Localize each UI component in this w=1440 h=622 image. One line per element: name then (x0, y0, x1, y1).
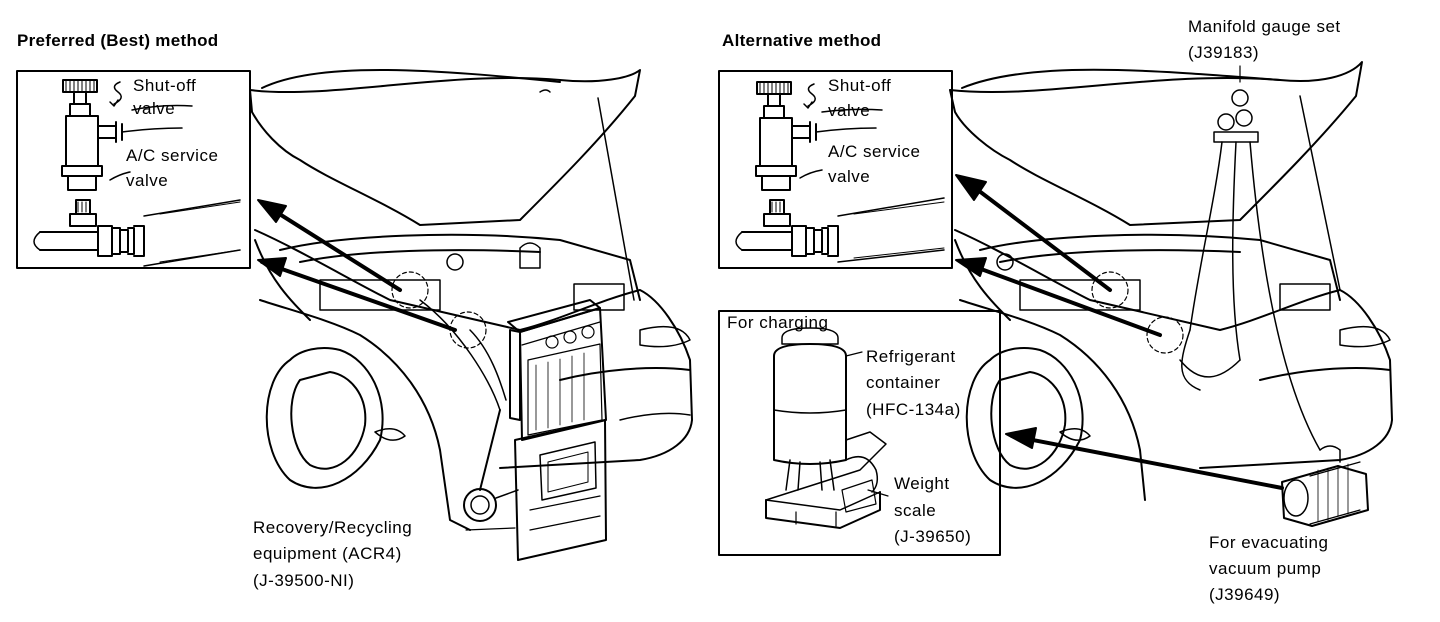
left-heading: Preferred (Best) method (17, 31, 219, 50)
right-heading: Alternative method (722, 31, 882, 50)
right-inset-box (718, 70, 953, 269)
equipment-label-line1: Recovery/Recycling (253, 518, 413, 537)
equipment-label-line2: equipment (ACR4) (253, 544, 402, 563)
vacuum-label-line2: vacuum pump (1209, 559, 1322, 578)
scale-label-line2: scale (894, 501, 937, 520)
left-arrow-upper-icon (257, 199, 402, 292)
left-valve-knob-icon (61, 79, 183, 191)
charging-box (718, 310, 1001, 556)
left-service-label-line1: A/C service (126, 146, 219, 165)
left-service-label-line2: valve (126, 171, 169, 190)
refrigerant-container-icon (773, 327, 847, 491)
right-service-valve-icon (735, 197, 945, 263)
container-label-line2: container (866, 373, 941, 392)
equipment-leader-line (465, 527, 516, 531)
right-valve-knob-icon (755, 81, 877, 191)
scale-label-line3: (J-39650) (894, 527, 972, 546)
equipment-label-line3: (J-39500-NI) (253, 571, 355, 590)
recovery-equipment-icon (463, 299, 607, 561)
right-arrow-lower-icon (955, 257, 1162, 337)
vacuum-pump-icon (1281, 445, 1369, 527)
vacuum-label-line3: (J39649) (1209, 585, 1281, 604)
left-shutoff-label-line2: valve (133, 99, 176, 118)
container-label-line3: (HFC-134a) (866, 400, 961, 419)
container-label-line1: Refrigerant (866, 347, 956, 366)
scale-label-line1: Weight (894, 474, 950, 493)
manifold-label-line1: Manifold gauge set (1188, 17, 1341, 36)
manifold-gauge-icon (1179, 65, 1321, 451)
manifold-label-line2: (J39183) (1188, 43, 1260, 62)
right-shutoff-label-line2: valve (828, 101, 871, 120)
left-shutoff-label-line1: Shut-off (133, 76, 197, 95)
right-service-label-line1: A/C service (828, 142, 921, 161)
right-arrow-charging-icon (1005, 427, 1284, 490)
left-inset-box (16, 70, 251, 269)
right-arrow-upper-icon (955, 174, 1112, 292)
left-car-outline (249, 69, 693, 531)
weight-scale-icon (765, 431, 887, 529)
vacuum-label-line1: For evacuating (1209, 533, 1329, 552)
left-arrow-lower-icon (257, 257, 457, 332)
left-service-valve-icon (33, 199, 241, 267)
charging-title: For charging (727, 313, 829, 332)
right-shutoff-label-line1: Shut-off (828, 76, 892, 95)
right-service-label-line2: valve (828, 167, 871, 186)
